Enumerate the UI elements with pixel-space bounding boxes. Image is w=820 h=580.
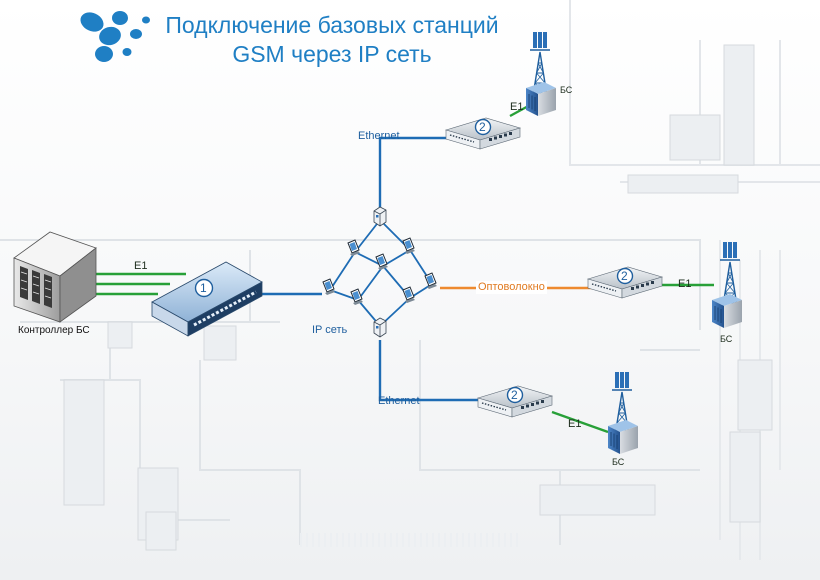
bs-label-bottom: БС (612, 457, 625, 467)
controller-label: Контроллер БС (18, 325, 90, 336)
bts-cabinet-icon-top (525, 81, 557, 117)
router-badge-bottom: 2 (511, 388, 518, 402)
ip-cloud-node-icon-top (373, 206, 387, 227)
e1-label-bottom: E1 (568, 418, 582, 430)
title-line-1: Подключение базовых станций (165, 12, 499, 38)
ip-cloud-pc-icon-6 (350, 288, 364, 306)
background-chips (63, 44, 773, 551)
background-circuitry (0, 0, 820, 560)
ip-cloud-pc-icon-7 (402, 286, 416, 304)
ip-cloud-pc-icon-4 (322, 278, 336, 296)
logo-icon (80, 11, 150, 62)
router-badge-top: 2 (479, 120, 486, 134)
switch-icon (151, 261, 263, 337)
ip-cloud-node-icon-bottom (373, 317, 387, 338)
bts-cabinet-icon-middle (711, 293, 743, 329)
ethernet-links (262, 136, 480, 402)
ip-network-label: IP сеть (312, 324, 348, 336)
ethernet-label-top: Ethernet (358, 130, 400, 142)
ethernet-label-bottom: Ethernet (378, 395, 420, 407)
router-badge-middle: 2 (621, 269, 628, 283)
e1-label-top: E1 (510, 101, 524, 113)
fiber-label: Оптоволокно (476, 281, 547, 294)
e1-label-controller: E1 (134, 260, 148, 272)
e1-label-middle: E1 (678, 278, 692, 290)
e1-links-controller (96, 272, 186, 296)
ip-cloud-pc-icon-1 (347, 239, 361, 257)
bts-cabinet-icon-bottom (607, 419, 639, 455)
bts-controller-icon (13, 231, 97, 323)
bs-label-middle: БС (720, 334, 733, 344)
bs-label-top: БС (560, 85, 573, 95)
title-line-2: GSM через IP сеть (232, 41, 432, 67)
ip-cloud-links (329, 219, 433, 327)
ip-cloud-pc-icon-3 (375, 253, 389, 271)
switch-badge: 1 (200, 281, 207, 295)
